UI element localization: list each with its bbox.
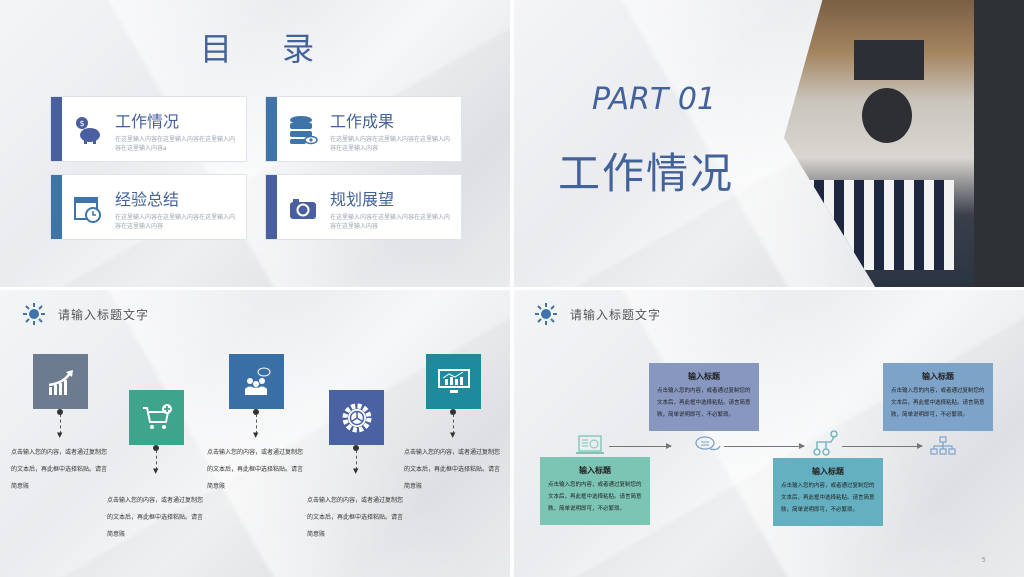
slide-contents[interactable]: 目 录 $ 工作情况 在这里输入内容在这里输入内容在这里输入内容在这里输入内容a… — [0, 0, 510, 287]
connector-dot — [253, 409, 259, 415]
calendar-clock-icon — [74, 197, 101, 223]
arrow-down-icon: ▼ — [450, 431, 456, 439]
part-title: 工作情况 — [558, 149, 735, 198]
timeline-arrow — [724, 443, 805, 449]
box-text: 点击输入您的内容，或者通过复制您的文本后，再此框中选择粘贴。请言简意赅，简单说明… — [781, 483, 875, 513]
step-5-text: 点击输入您的内容，或者通过复制您的文本后，再此框中选择粘贴。请言简意赅 — [404, 449, 501, 490]
timeline-box-4: 输入标题点击输入您的内容，或者通过复制您的文本后，再此框中选择粘贴。请言简意赅，… — [883, 363, 993, 431]
card-title: 工作成果 — [330, 112, 395, 131]
step-5-tile — [426, 354, 481, 409]
slide-process[interactable]: 请输入标题文字 ▼ 点击输入您的内容，或者通过复制您的文本后，再此框中选择粘贴。… — [0, 290, 510, 577]
monitor-chart-icon — [437, 368, 470, 393]
connector-dot — [57, 409, 63, 415]
card-accent-bar — [51, 175, 62, 239]
step-1-text: 点击输入您的内容，或者通过复制您的文本后，再此框中选择粘贴。请言简意赅 — [11, 449, 108, 490]
connector-line — [256, 414, 257, 434]
slide-timeline[interactable]: 请输入标题文字 输入标题点击输入您的内容，或者通过复制您的文本后，再此框中选择粘… — [514, 290, 1024, 577]
database-eye-icon — [290, 116, 318, 145]
timeline-box-3: 输入标题点击输入您的内容，或者通过复制您的文本后，再此框中选择粘贴。请言简意赅，… — [773, 458, 883, 526]
step-2-text: 点击输入您的内容，或者通过复制您的文本后，再此框中选择粘贴。请言简意赅 — [107, 497, 204, 538]
growth-chart-icon — [48, 369, 73, 395]
arrow-down-icon: ▼ — [253, 431, 259, 439]
connector-line — [453, 414, 454, 434]
box-text: 点击输入您的内容，或者通过复制您的文本后，再此框中选择粘贴。请言简意赅，简单说明… — [657, 388, 751, 418]
laptop-shape — [854, 40, 924, 80]
striped-rug-shape — [794, 180, 954, 270]
box-title: 输入标题 — [812, 467, 844, 476]
contents-card-work-status[interactable]: $ 工作情况 在这里输入内容在这里输入内容在这里输入内容在这里输入内容a — [50, 96, 247, 162]
contents-title: 目 录 — [200, 30, 335, 68]
contents-card-experience[interactable]: 经验总结 在这里输入内容在这里输入内容在这里输入内容在这里输入内容 — [50, 174, 247, 240]
card-description: 在这里输入内容在这里输入内容在这里输入内容在这里输入内容a — [115, 136, 236, 152]
step-2-tile — [129, 390, 184, 445]
chat-bubbles-icon — [695, 436, 721, 451]
connector-dot — [450, 409, 456, 415]
connector-dot — [353, 445, 359, 451]
svg-text:$: $ — [79, 119, 84, 128]
card-title: 规划展望 — [330, 190, 395, 209]
slide-heading: 请输入标题文字 — [570, 308, 662, 322]
connector-line — [60, 414, 61, 434]
box-text: 点击输入您的内容，或者通过复制您的文本后，再此框中选择粘贴。请言简意赅，简单说明… — [548, 482, 642, 512]
card-accent-bar — [266, 97, 277, 161]
dark-wall-shape — [974, 0, 1024, 287]
card-description: 在这里输入内容在这里输入内容在这里输入内容在这里输入内容 — [115, 214, 236, 230]
connector-line — [156, 450, 157, 470]
box-title: 输入标题 — [579, 466, 611, 475]
part-label: PART 01 — [592, 82, 716, 117]
timeline-box-2: 输入标题点击输入您的内容，或者通过复制您的文本后，再此框中选择粘贴。请言简意赅，… — [649, 363, 759, 431]
arrow-down-icon: ▼ — [353, 467, 359, 475]
step-4-tile — [329, 390, 384, 445]
step-3-tile — [229, 354, 284, 409]
card-description: 在这里输入内容在这里输入内容在这里输入内容在这里输入内容 — [330, 136, 451, 152]
arrow-down-icon: ▼ — [153, 467, 159, 475]
contents-card-outlook[interactable]: 规划展望 在这里输入内容在这里输入内容在这里输入内容在这里输入内容 — [265, 174, 462, 240]
box-title: 输入标题 — [922, 372, 954, 381]
card-description: 在这里输入内容在这里输入内容在这里输入内容在这里输入内容 — [330, 214, 451, 230]
contents-card-work-results[interactable]: 工作成果 在这里输入内容在这里输入内容在这里输入内容在这里输入内容 — [265, 96, 462, 162]
shopping-cart-add-icon — [142, 403, 172, 429]
gear-icon — [342, 403, 371, 432]
flow-nodes-icon — [813, 430, 838, 456]
box-text: 点击输入您的内容，或者通过复制您的文本后，再此框中选择粘贴。请言简意赅，简单说明… — [891, 388, 985, 418]
piggy-bank-icon: $ — [76, 117, 100, 144]
team-chat-icon — [244, 367, 270, 395]
arrow-down-icon: ▼ — [57, 431, 63, 439]
connector-line — [356, 450, 357, 470]
step-3-text: 点击输入您的内容，或者通过复制您的文本后，再此框中选择粘贴。请言简意赅 — [207, 449, 304, 490]
card-title: 经验总结 — [115, 190, 180, 209]
step-1-tile — [33, 354, 88, 409]
card-title: 工作情况 — [115, 112, 180, 131]
slide-part-01[interactable]: PART 01 工作情况 — [514, 0, 1024, 287]
timeline-arrow — [609, 443, 672, 449]
sun-icon — [535, 303, 557, 325]
camera-icon — [290, 199, 316, 219]
laptop-report-icon — [576, 435, 604, 454]
card-accent-bar — [266, 175, 277, 239]
org-chart-icon — [930, 436, 956, 455]
person-head-shape — [862, 88, 912, 143]
laptop-worker-photo — [784, 0, 1024, 287]
timeline-box-1: 输入标题点击输入您的内容，或者通过复制您的文本后，再此框中选择粘贴。请言简意赅，… — [540, 457, 650, 525]
slide-heading: 请输入标题文字 — [58, 308, 150, 322]
page-number: 5 — [981, 556, 986, 564]
card-accent-bar — [51, 97, 62, 161]
connector-dot — [153, 445, 159, 451]
box-title: 输入标题 — [688, 372, 720, 381]
timeline-arrow — [842, 443, 923, 449]
step-4-text: 点击输入您的内容，或者通过复制您的文本后，再此框中选择粘贴。请言简意赅 — [307, 497, 404, 538]
sun-icon — [23, 303, 45, 325]
